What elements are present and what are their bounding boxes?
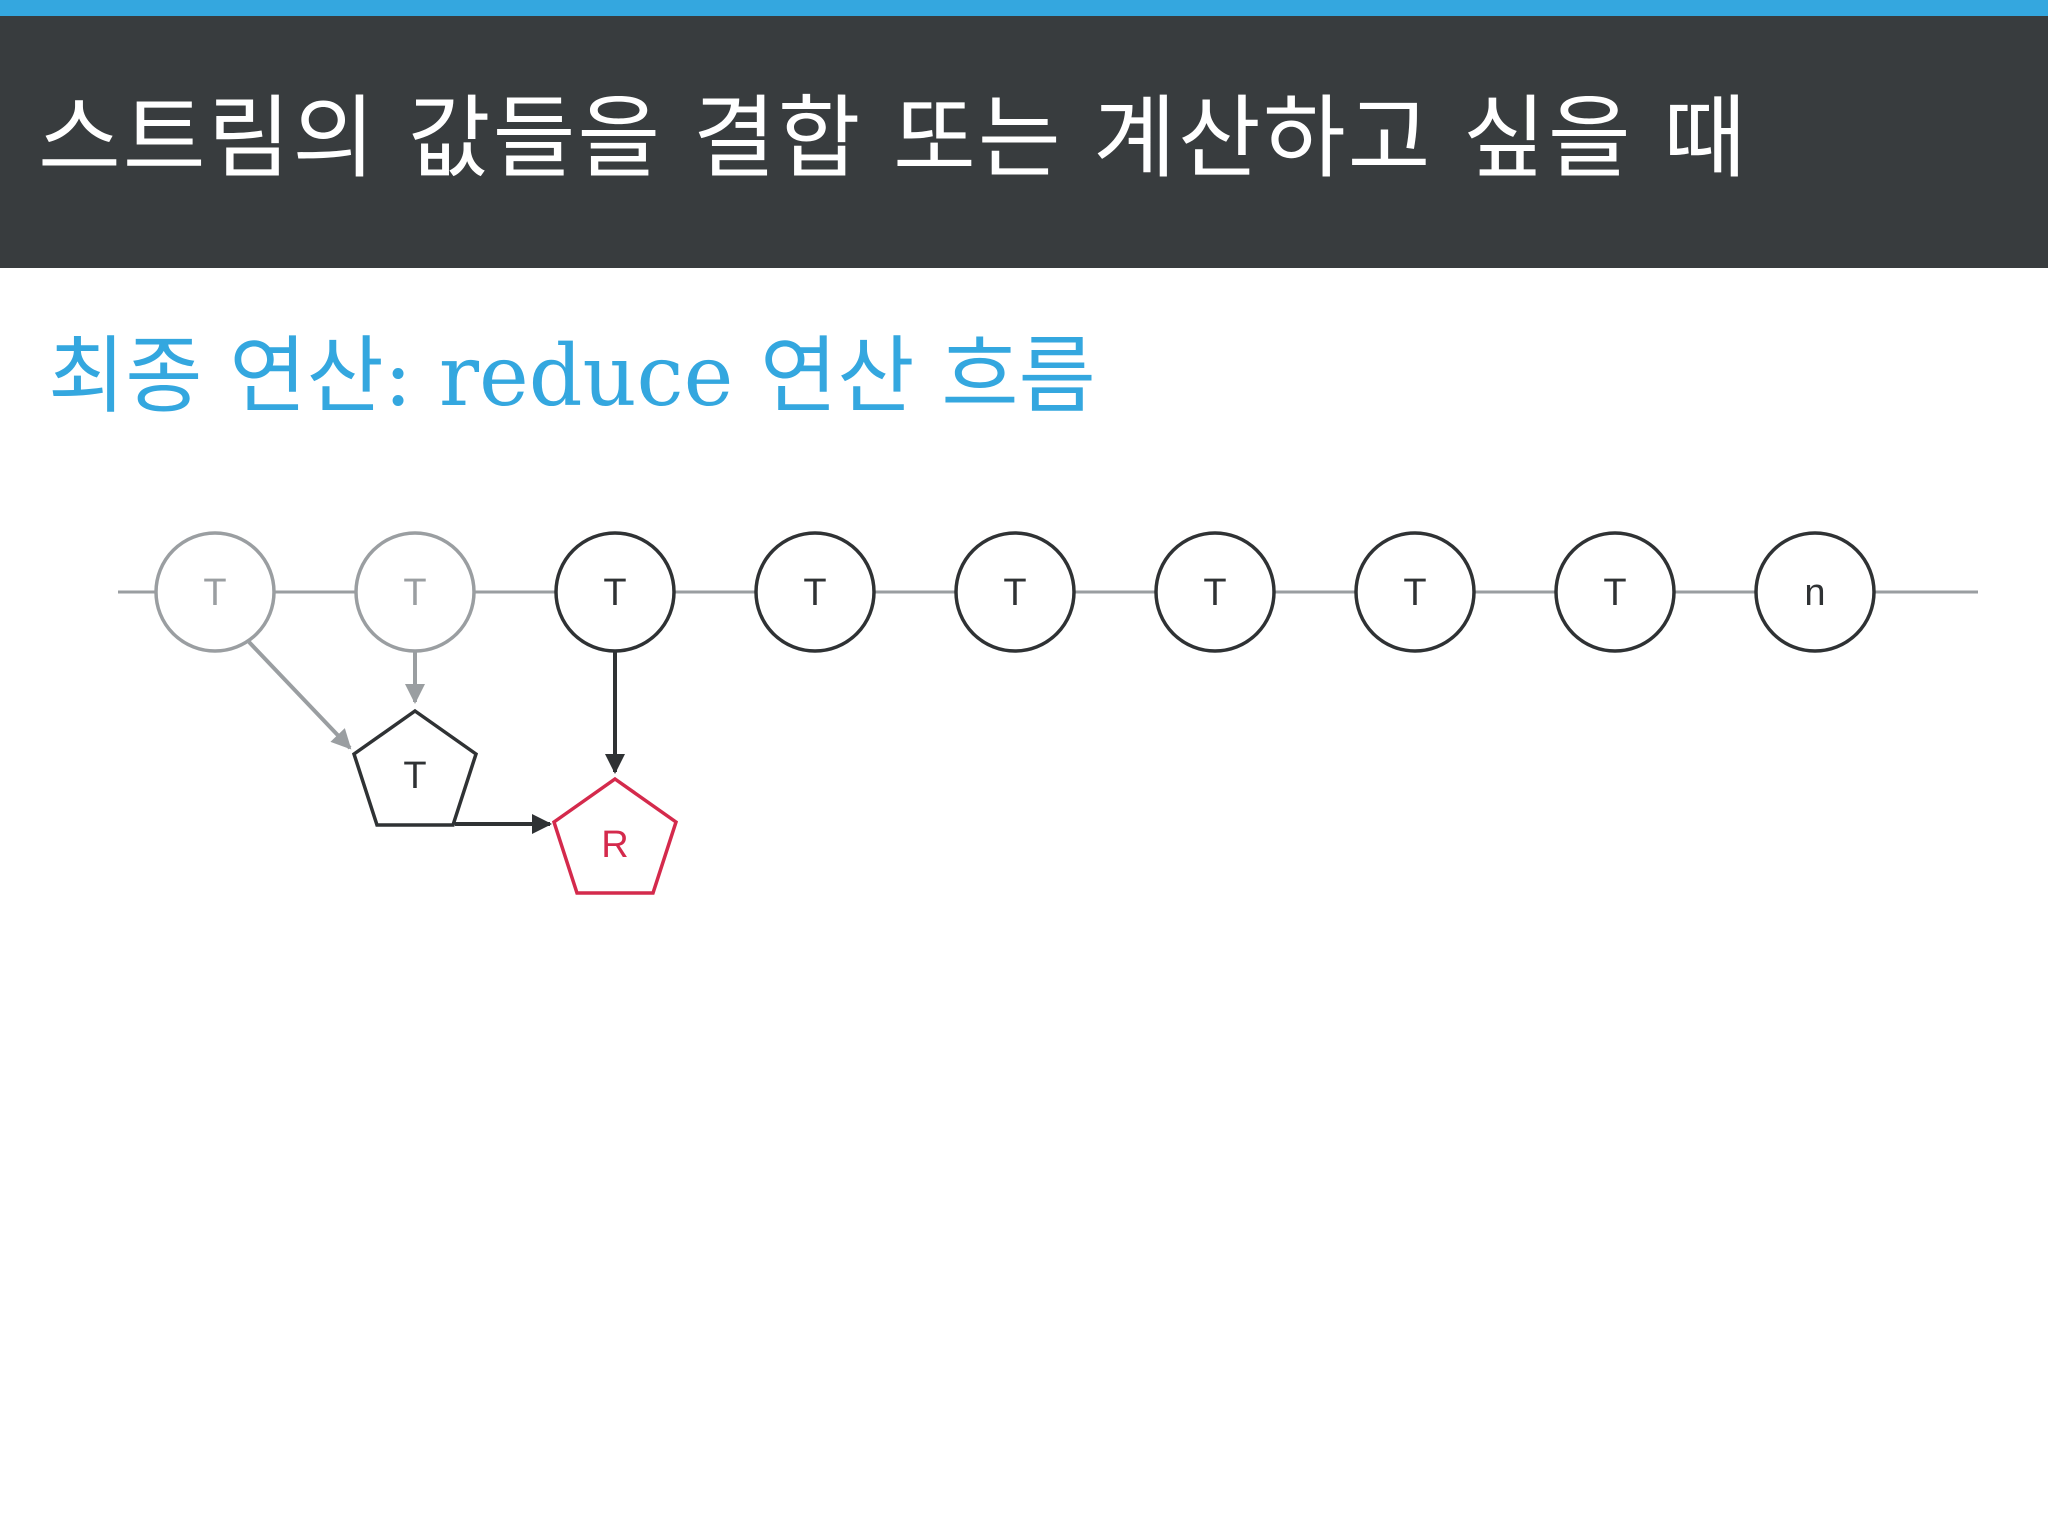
stream-node: T [754, 531, 876, 653]
result-label: R [601, 824, 628, 866]
stream-node: T [1154, 531, 1276, 653]
stream-node-label: T [803, 572, 826, 614]
stream-node-circle [1154, 531, 1276, 653]
stream-node: n [1754, 531, 1876, 653]
intermediate-label: T [403, 755, 426, 797]
stream-node-circle [1754, 531, 1876, 653]
stream-node: T [954, 531, 1076, 653]
stream-node-label: n [1804, 572, 1825, 614]
stream-node: T [1554, 531, 1676, 653]
stream-node: T [354, 531, 476, 653]
stream-node-circle [554, 531, 676, 653]
stream-node: T [154, 531, 276, 653]
intermediate-accumulator: T [351, 708, 479, 827]
slide-title: 스트림의 값들을 결합 또는 계산하고 싶을 때 [38, 86, 1749, 191]
stream-node-label: T [1203, 572, 1226, 614]
stream-node-label: T [1603, 572, 1626, 614]
stream-node-circle [954, 531, 1076, 653]
stream-node-label: T [1403, 572, 1426, 614]
stream-node-circle [1354, 531, 1476, 653]
stream-node: T [1354, 531, 1476, 653]
arrow-first-to-intermediate [247, 640, 352, 750]
result-pentagon-shape [551, 776, 679, 895]
stream-node-label: T [203, 572, 226, 614]
stream-node: T [554, 531, 676, 653]
slide-subtitle: 최종 연산: reduce 연산 흐름 [48, 327, 1096, 425]
stream-node-circle [354, 531, 476, 653]
intermediate-pentagon-shape [351, 708, 479, 827]
result-node: R [551, 776, 679, 895]
stream-node-circle [754, 531, 876, 653]
accent-bar [0, 0, 2048, 16]
stream-node-circle [154, 531, 276, 653]
stream-node-label: T [1003, 572, 1026, 614]
stream-node-label: T [603, 572, 626, 614]
header-band [0, 16, 2048, 268]
stream-node-circle [1554, 531, 1676, 653]
stream-node-label: T [403, 572, 426, 614]
